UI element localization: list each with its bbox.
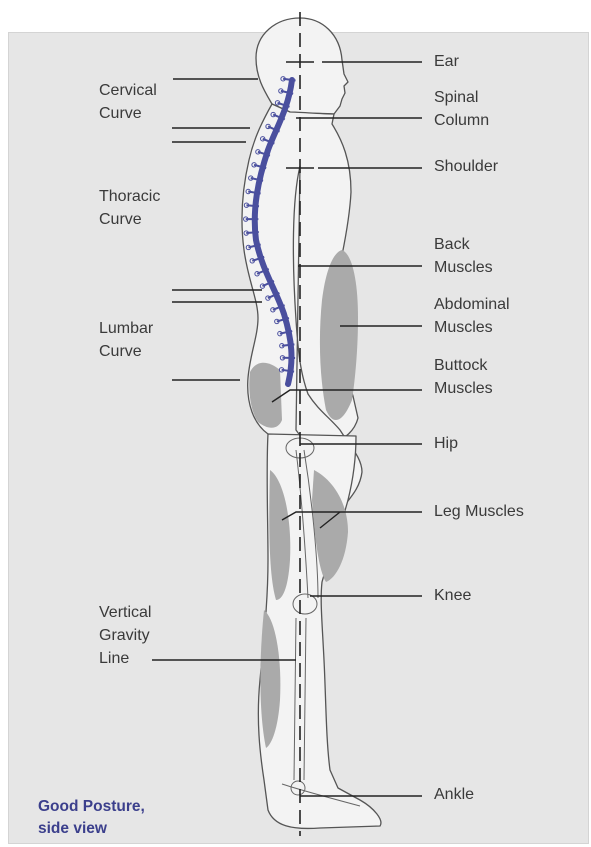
label-spinal-column: Spinal Column [434,86,489,132]
label-abdominal-muscles: Abdominal Muscles [434,293,510,339]
label-leg-muscles: Leg Muscles [434,500,524,523]
label-ankle: Ankle [434,783,474,806]
label-ear: Ear [434,50,459,73]
figure-caption: Good Posture, side view [38,796,145,840]
label-thoracic-curve: Thoracic Curve [99,185,160,231]
label-buttock-muscles: Buttock Muscles [434,354,493,400]
label-shoulder: Shoulder [434,155,498,178]
label-lumbar-curve: Lumbar Curve [99,317,153,363]
label-knee: Knee [434,584,471,607]
label-back-muscles: Back Muscles [434,233,493,279]
label-hip: Hip [434,432,458,455]
label-gravity-line: Vertical Gravity Line [99,601,151,670]
head-outline [256,18,348,114]
label-cervical-curve: Cervical Curve [99,79,157,125]
